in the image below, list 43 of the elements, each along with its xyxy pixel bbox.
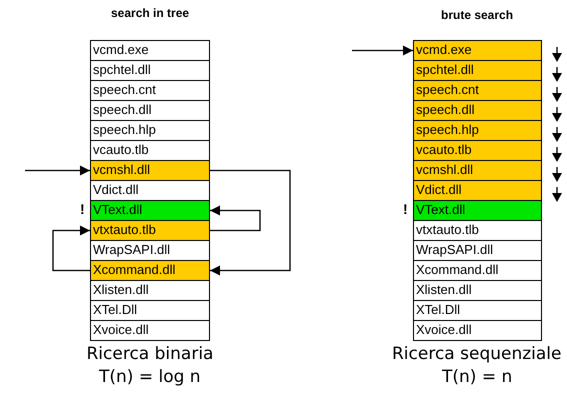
file-name-cell: vcauto.tlb [413, 140, 542, 161]
file-name-cell: Vdict.dll [413, 180, 542, 201]
method-caption: Ricerca binaria [86, 344, 214, 364]
file-name-cell: WrapSAPI.dll [413, 240, 542, 261]
file-name-cell: Xcommand.dll [413, 260, 542, 281]
method-caption: Ricerca sequenziale [392, 344, 562, 364]
file-name-cell: vcmshl.dll [90, 160, 210, 181]
file-name-cell: VText.dll [413, 200, 542, 221]
arrow [352, 46, 413, 56]
arrow [210, 170, 291, 276]
file-name-cell: Xcommand.dll [90, 260, 210, 281]
arrow [25, 166, 90, 176]
complexity-formula: T(n) = log n [99, 367, 201, 387]
file-name-cell: Vdict.dll [90, 180, 210, 201]
file-name-cell: XTel.Dll [413, 300, 542, 321]
file-name-cell: speech.dll [90, 100, 210, 121]
file-name-cell: vtxtauto.tlb [413, 220, 542, 241]
file-name-cell: Xvoice.dll [413, 320, 542, 341]
arrow [210, 206, 261, 232]
found-mark: ! [403, 201, 408, 217]
file-name-cell: spchtel.dll [90, 60, 210, 81]
file-name-cell: vcmshl.dll [413, 160, 542, 181]
file-name-cell: spchtel.dll [413, 60, 542, 81]
section-title: search in tree [111, 6, 190, 20]
file-name-cell: Xlisten.dll [90, 280, 210, 301]
file-name-cell: speech.dll [413, 100, 542, 121]
file-name-cell: speech.cnt [90, 80, 210, 101]
file-name-cell: WrapSAPI.dll [90, 240, 210, 261]
complexity-formula: T(n) = n [442, 367, 512, 387]
file-name-cell: speech.hlp [90, 120, 210, 141]
file-name-cell: speech.hlp [413, 120, 542, 141]
file-name-cell: vcauto.tlb [90, 140, 210, 161]
file-name-cell: VText.dll [90, 200, 210, 221]
file-name-cell: Xvoice.dll [90, 320, 210, 341]
file-name-cell: vtxtauto.tlb [90, 220, 210, 241]
found-mark: ! [80, 201, 85, 217]
file-name-cell: speech.cnt [413, 80, 542, 101]
section-title: brute search [441, 8, 514, 22]
file-name-cell: Xlisten.dll [413, 280, 542, 301]
file-name-cell: XTel.Dll [90, 300, 210, 321]
arrow [52, 226, 90, 272]
file-name-cell: vcmd.exe [413, 40, 542, 61]
file-name-cell: vcmd.exe [90, 40, 210, 61]
